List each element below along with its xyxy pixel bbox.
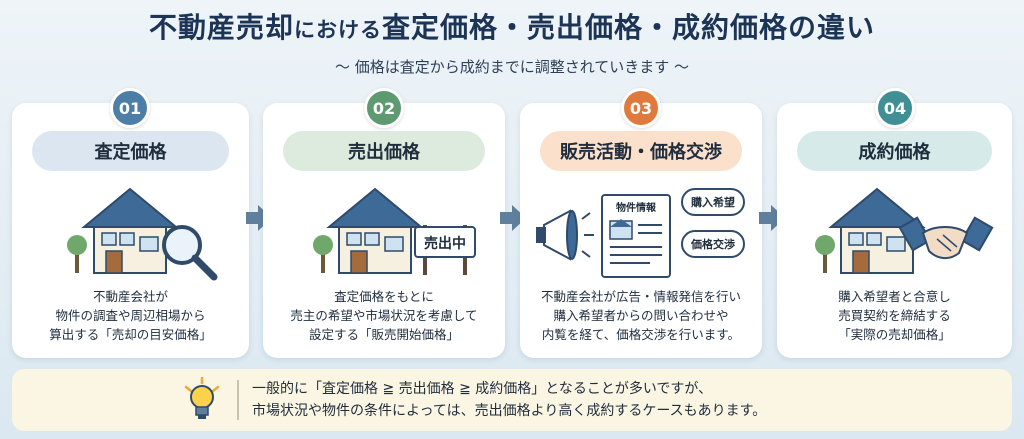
house-magnifier-illustration bbox=[67, 187, 218, 281]
flyer-icon: 物件情報 bbox=[601, 194, 671, 278]
title-part2: における bbox=[294, 18, 382, 42]
desc-line: 物件の調査や周辺相場から bbox=[55, 308, 206, 323]
step-2-title: 売出価格 bbox=[283, 131, 485, 171]
speech-bubble-icon: 購入希望 bbox=[681, 188, 745, 216]
desc-line: 算出する「売却の目安価格」 bbox=[49, 327, 212, 342]
note-box: 一般的に「査定価格 ≧ 売出価格 ≧ 成約価格」となることが多いですが、 市場状… bbox=[12, 369, 1012, 431]
step-card-4: 成約価格 購入希望者と合意し 売買契約を締結する 「実際の売却価格」 bbox=[777, 103, 1012, 358]
desc-line: 不動産会社が bbox=[92, 289, 168, 304]
megaphone-icon bbox=[536, 209, 594, 261]
step-2-description: 査定価格をもとに 売主の希望や市場状況を考慮して 設定する「販売開始価格」 bbox=[269, 287, 499, 344]
marketing-illustration: 物件情報 購入希望 価格交渉 bbox=[536, 188, 745, 278]
step-3-badge: 03 bbox=[621, 88, 661, 128]
house-handshake-illustration bbox=[815, 187, 994, 274]
title-part1: 不動産売却 bbox=[148, 11, 294, 44]
page-subtitle: 〜 価格は査定から成約までに調整されていきます 〜 bbox=[334, 58, 690, 76]
desc-line: 購入希望者と合意し bbox=[838, 289, 951, 304]
tree-icon bbox=[313, 235, 333, 273]
arrow-right-icon bbox=[500, 205, 526, 231]
house-icon bbox=[326, 187, 424, 274]
bubble-label: 購入希望 bbox=[690, 195, 735, 209]
tree-icon bbox=[815, 235, 835, 273]
step-4-badge: 04 bbox=[875, 88, 915, 128]
step-card-1: 査定価格 不動産会社が 物件の調査や周辺相場から 算出する「売却の目安価格」 bbox=[12, 103, 249, 358]
step-3-description: 不動産会社が広告・情報発信を行い 購入希望者からの問い合わせや 内覧を経て、価格… bbox=[526, 287, 756, 344]
title-part3: 査定価格・売出価格・成約価格の違い bbox=[382, 11, 876, 44]
speech-bubble-icon: 価格交渉 bbox=[681, 230, 745, 258]
page-title: 不動産売却における査定価格・売出価格・成約価格の違い bbox=[0, 6, 1024, 46]
bubble-label: 価格交渉 bbox=[690, 237, 735, 251]
sign-label: 売出中 bbox=[424, 235, 466, 252]
flyer-label: 物件情報 bbox=[616, 201, 657, 214]
desc-line: 「実際の売却価格」 bbox=[838, 327, 951, 342]
step-3-title: 販売活動・価格交渉 bbox=[540, 131, 742, 171]
desc-line: 不動産会社が広告・情報発信を行い bbox=[540, 289, 741, 304]
arrow-right-icon bbox=[246, 205, 272, 231]
step-card-2: 売出価格 売出中 査定価格をもとに 売主の希望や市場状況を考慮して 設定する「販… bbox=[263, 103, 505, 358]
step-4-title: 成約価格 bbox=[797, 131, 992, 171]
arrow-right-icon bbox=[759, 205, 785, 231]
desc-line: 売主の希望や市場状況を考慮して bbox=[290, 308, 478, 323]
step-1-description: 不動産会社が 物件の調査や周辺相場から 算出する「売却の目安価格」 bbox=[18, 287, 243, 344]
desc-line: 設定する「販売開始価格」 bbox=[308, 327, 459, 342]
step-card-3: 販売活動・価格交渉 物件情報 購入希望 価格交渉 bbox=[520, 103, 762, 358]
lightbulb-icon bbox=[184, 377, 220, 419]
step-1-title: 査定価格 bbox=[32, 131, 229, 171]
house-sign-illustration: 売出中 bbox=[313, 187, 476, 275]
for-sale-sign-icon: 売出中 bbox=[414, 225, 476, 275]
note-divider bbox=[237, 380, 239, 420]
desc-line: 売買契約を締結する bbox=[838, 308, 951, 323]
desc-line: 査定価格をもとに bbox=[334, 289, 434, 304]
note-text: 一般的に「査定価格 ≧ 売出価格 ≧ 成約価格」となることが多いですが、 市場状… bbox=[252, 378, 766, 422]
step-1-badge: 01 bbox=[110, 88, 150, 128]
tree-icon bbox=[67, 235, 87, 273]
step-2-badge: 02 bbox=[364, 88, 404, 128]
desc-line: 内覧を経て、価格交渉を行います。 bbox=[541, 327, 741, 342]
handshake-icon bbox=[898, 216, 994, 259]
house-icon bbox=[81, 187, 179, 274]
magnifier-icon bbox=[162, 225, 218, 281]
note-line-2: 市場状況や物件の条件によっては、売出価格より高く成約するケースもあります。 bbox=[252, 403, 767, 419]
note-line-1: 一般的に「査定価格 ≧ 売出価格 ≧ 成約価格」となることが多いですが、 bbox=[252, 381, 713, 397]
step-4-description: 購入希望者と合意し 売買契約を締結する 「実際の売却価格」 bbox=[783, 287, 1006, 344]
desc-line: 購入希望者からの問い合わせや bbox=[553, 308, 729, 323]
